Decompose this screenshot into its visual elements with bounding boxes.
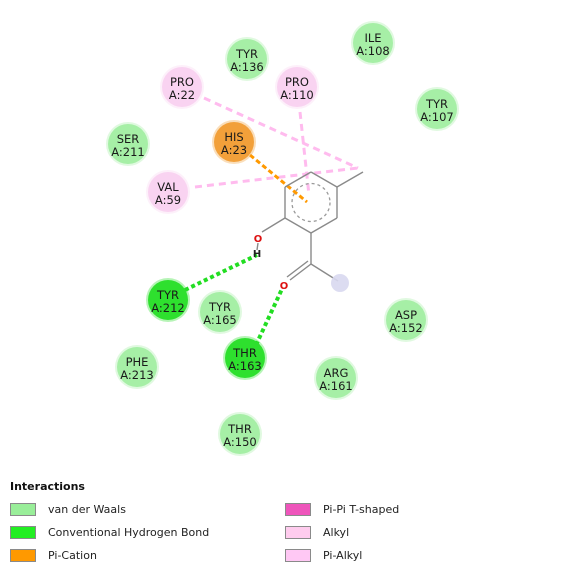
legend-swatch	[285, 502, 311, 516]
residue-id: A:23	[221, 143, 247, 157]
legend-title: Interactions	[10, 480, 85, 493]
residue-id: A:108	[356, 44, 390, 58]
legend-label: Conventional Hydrogen Bond	[48, 525, 210, 539]
residue-name: PRO	[285, 75, 309, 89]
residue-disk	[353, 23, 393, 63]
residue-id: A:152	[389, 321, 423, 335]
legend-swatch	[285, 525, 311, 539]
residue-disk	[417, 89, 457, 129]
residue-id: A:22	[169, 88, 195, 102]
residue-id: A:150	[223, 435, 257, 449]
legend-item-conventional-hydrogen-bond: Conventional Hydrogen Bond	[10, 523, 209, 541]
hbond-line-thr163	[254, 288, 284, 346]
legend-label: Pi-Alkyl	[323, 548, 363, 562]
pi-cation-line-his23	[249, 153, 308, 204]
ligand-structure: O H O	[253, 171, 364, 292]
residue-name: ASP	[395, 308, 417, 322]
legend-item-pi-pi-t-shaped: Pi-Pi T-shaped	[285, 500, 399, 518]
residue-name: ILE	[364, 31, 381, 45]
hbond-line-tyr212	[184, 253, 258, 292]
residue-name: THR	[232, 346, 257, 360]
hydroxyl-hydrogen-label: H	[253, 249, 261, 260]
legend: Interactions van der Waals Conventional …	[8, 478, 558, 568]
residue-name: VAL	[157, 180, 179, 194]
residue-name: TYR	[425, 97, 448, 111]
hydroxyl-oxygen-label: O	[254, 234, 263, 245]
methyl-group-blob	[331, 274, 349, 292]
residue-disk	[108, 124, 148, 164]
residue-name: PRO	[170, 75, 194, 89]
residue-name: SER	[117, 132, 140, 146]
residue-disk	[225, 338, 265, 378]
legend-swatch	[10, 525, 36, 539]
legend-label: van der Waals	[48, 502, 126, 516]
residue-id: A:136	[230, 60, 264, 74]
legend-swatch	[10, 548, 36, 562]
pi-alkyl-line-pro22	[203, 96, 359, 170]
residue-disk	[214, 122, 254, 162]
carbonyl-oxygen-label: O	[280, 281, 289, 292]
pi-alkyl-line-pro110	[298, 111, 311, 196]
legend-swatch	[10, 502, 36, 516]
residue-nodes: ILEA:108TYRA:136PROA:22PROA:110TYRA:107S…	[106, 21, 459, 456]
residue-name: THR	[227, 422, 252, 436]
residue-disk	[386, 300, 426, 340]
residue-name: TYR	[208, 300, 231, 314]
residue-id: A:163	[228, 359, 262, 373]
residue-name: HIS	[224, 130, 243, 144]
residue-disk	[148, 280, 188, 320]
residue-disk	[316, 358, 356, 398]
residue-disk	[117, 347, 157, 387]
residue-disk	[162, 67, 202, 107]
residue-id: A:165	[203, 313, 237, 327]
residue-id: A:212	[151, 301, 185, 315]
ligand-bonds	[256, 171, 364, 282]
residue-disk	[220, 414, 260, 454]
pi-alkyl-line-val59	[194, 166, 359, 189]
legend-label: Pi-Pi T-shaped	[323, 502, 400, 516]
residue-disk	[148, 172, 188, 212]
residue-disk	[200, 292, 240, 332]
residue-disk	[277, 67, 317, 107]
residue-id: A:110	[280, 88, 314, 102]
legend-item-pi-cation: Pi-Cation	[10, 546, 97, 564]
residue-name: PHE	[126, 355, 149, 369]
residue-id: A:213	[120, 368, 154, 382]
residue-disk	[227, 39, 267, 79]
residue-id: A:161	[319, 379, 353, 393]
legend-swatch	[285, 548, 311, 562]
residue-name: TYR	[156, 288, 179, 302]
residue-id: A:211	[111, 145, 145, 159]
residue-id: A:59	[155, 193, 181, 207]
legend-item-van-der-waals: van der Waals	[10, 500, 126, 518]
interaction-lines	[184, 96, 359, 346]
legend-item-pi-alkyl: Pi-Alkyl	[285, 546, 362, 564]
residue-name: TYR	[235, 47, 258, 61]
legend-label: Alkyl	[323, 525, 350, 539]
legend-item-alkyl: Alkyl	[285, 523, 349, 541]
aromatic-ring	[291, 182, 331, 223]
residue-id: A:107	[420, 110, 454, 124]
legend-label: Pi-Cation	[48, 548, 97, 562]
residue-name: ARG	[324, 366, 349, 380]
